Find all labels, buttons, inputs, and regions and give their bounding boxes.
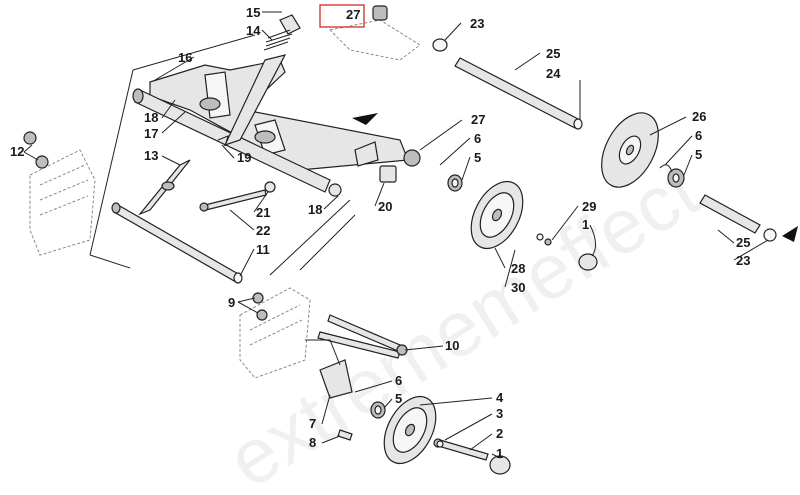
assembly-bracket-lines xyxy=(89,34,356,276)
nuts-left xyxy=(23,131,268,321)
callout-10: 10 xyxy=(445,338,459,353)
shock-spring xyxy=(223,14,301,147)
callout-22: 22 xyxy=(256,223,270,238)
callout-21: 21 xyxy=(256,205,270,220)
callout-25: 25 xyxy=(736,235,750,250)
callout-5: 5 xyxy=(395,391,402,406)
idler-wheel-large xyxy=(601,112,659,188)
callout-13: 13 xyxy=(144,148,158,163)
callout-15: 15 xyxy=(246,5,260,20)
callout-20: 20 xyxy=(378,199,392,214)
callout-17: 17 xyxy=(144,126,158,141)
callout-1: 1 xyxy=(582,217,589,232)
callout-6: 6 xyxy=(474,131,481,146)
callout-12: 12 xyxy=(10,144,24,159)
callout-19: 19 xyxy=(237,150,251,165)
watermark: extrememeffect xyxy=(212,146,714,495)
callout-14: 14 xyxy=(246,23,261,38)
idler-wheel-middle xyxy=(403,149,598,271)
callout-11: 11 xyxy=(256,242,270,257)
callout-8: 8 xyxy=(309,435,316,450)
callout-4: 4 xyxy=(496,390,504,405)
bearing-right xyxy=(659,164,777,242)
callout-30: 30 xyxy=(511,280,525,295)
idler-wheel-lower xyxy=(305,339,511,475)
spacer-top xyxy=(372,5,388,21)
highlight-box xyxy=(319,4,365,28)
callout-9: 9 xyxy=(228,295,235,310)
drop-link xyxy=(138,135,229,216)
direction-arrows xyxy=(352,113,798,242)
bolts xyxy=(199,181,489,461)
frame-outline xyxy=(29,19,421,379)
callout-27: 27 xyxy=(346,7,360,22)
callout-29: 29 xyxy=(582,199,596,214)
callout-6: 6 xyxy=(395,373,402,388)
arrow-icon xyxy=(352,113,378,125)
callout-18: 18 xyxy=(308,202,322,217)
callout-3: 3 xyxy=(496,406,503,421)
callout-23: 23 xyxy=(736,253,750,268)
callout-28: 28 xyxy=(511,261,525,276)
callout-25: 25 xyxy=(546,46,560,61)
lower-axle xyxy=(111,202,243,284)
arrow-icon xyxy=(782,226,798,242)
bracket-block xyxy=(379,165,397,183)
callout-18: 18 xyxy=(144,110,158,125)
callout-1: 1 xyxy=(496,446,503,461)
callout-7: 7 xyxy=(309,416,316,431)
callout-6: 6 xyxy=(695,128,702,143)
callout-16: 16 xyxy=(178,50,192,65)
callout-2: 2 xyxy=(496,426,503,441)
leader-lines xyxy=(23,11,769,459)
callout-5: 5 xyxy=(695,147,702,162)
callout-23: 23 xyxy=(470,16,484,31)
callout-27: 27 xyxy=(471,112,485,127)
callout-5: 5 xyxy=(474,150,481,165)
callout-26: 26 xyxy=(692,109,706,124)
upper-axle xyxy=(372,5,583,130)
callout-24: 24 xyxy=(546,66,561,81)
